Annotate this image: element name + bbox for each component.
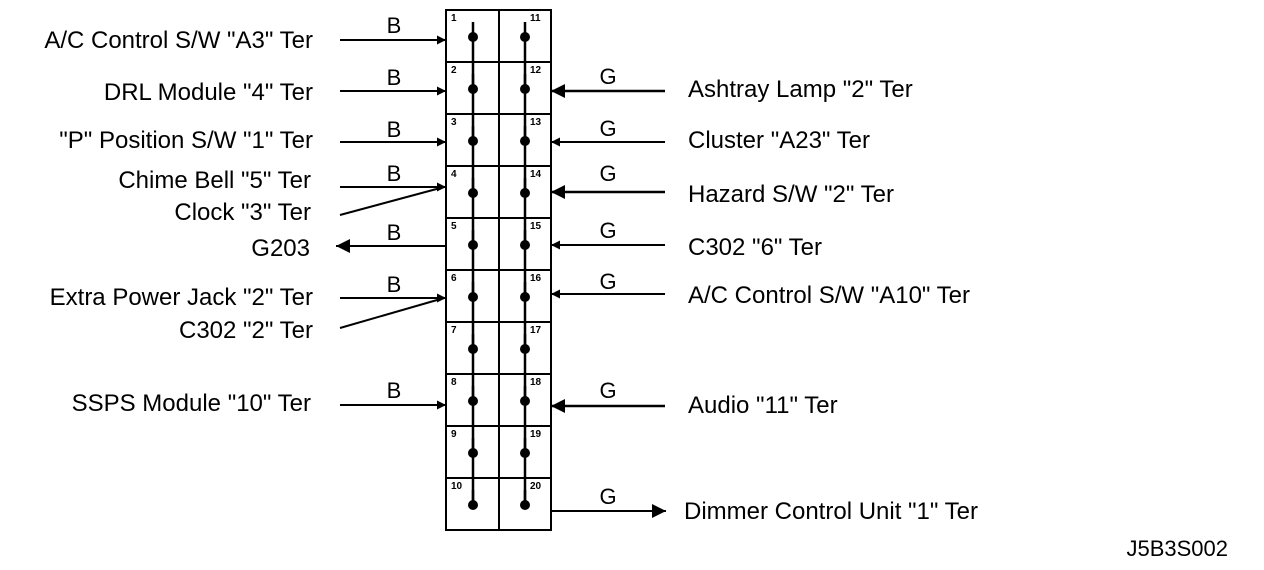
right-label: Hazard S/W "2" Ter [688, 181, 894, 208]
wire-color-label: B [387, 220, 402, 245]
right-pin-number: 15 [530, 221, 542, 232]
right-pin-number: 17 [530, 325, 542, 336]
right-pin-number: 12 [530, 65, 542, 76]
wire-color-label: G [599, 269, 616, 294]
right-connection-4: G C302 "6" Ter [551, 218, 822, 261]
left-label: G203 [251, 235, 310, 262]
splice-wire [339, 186, 445, 216]
left-pin-number: 1 [451, 13, 457, 24]
right-connection-6: G Audio "11" Ter [551, 378, 838, 419]
right-label: A/C Control S/W "A10" Ter [688, 282, 970, 309]
left-connections: A/C Control S/W "A3" Ter B DRL Module "4… [44, 13, 446, 417]
left-pin-number: 9 [451, 429, 457, 440]
left-pin-number: 2 [451, 65, 457, 76]
wire-color-label: G [599, 64, 616, 89]
left-pin-number: 5 [451, 221, 457, 232]
left-pin-number: 8 [451, 377, 457, 388]
wire-color-label: B [387, 272, 402, 297]
right-connections: G Ashtray Lamp "2" Ter G Cluster "A23" T… [551, 64, 978, 525]
left-pin-number: 4 [451, 169, 457, 180]
wire-color-label: B [387, 378, 402, 403]
left-connection-3: "P" Position S/W "1" Ter B [59, 117, 446, 154]
right-pin-number: 16 [530, 273, 542, 284]
left-label-secondary: C302 "2" Ter [179, 317, 313, 344]
wire-color-label: G [599, 161, 616, 186]
left-label: Extra Power Jack "2" Ter [50, 284, 313, 311]
left-label: A/C Control S/W "A3" Ter [44, 27, 313, 54]
right-label: Audio "11" Ter [688, 392, 838, 419]
right-label: Ashtray Lamp "2" Ter [688, 76, 913, 103]
right-pin-number: 18 [530, 377, 542, 388]
wire-color-label: B [387, 117, 402, 142]
wire-color-label: B [387, 161, 402, 186]
wire-color-label: G [599, 378, 616, 403]
left-label: SSPS Module "10" Ter [72, 390, 311, 417]
right-connection-1: G Ashtray Lamp "2" Ter [551, 64, 913, 103]
left-connection-5: G203 B [251, 220, 446, 262]
left-connection-6: Extra Power Jack "2" Ter C302 "2" Ter B [50, 272, 446, 344]
wire-color-label: G [599, 116, 616, 141]
right-connection-2: G Cluster "A23" Ter [551, 116, 870, 154]
right-label: C302 "6" Ter [688, 234, 822, 261]
right-connection-7: G Dimmer Control Unit "1" Ter [551, 484, 978, 525]
right-pin-number: 11 [530, 13, 541, 24]
left-label-secondary: Clock "3" Ter [174, 199, 311, 226]
right-pin-number: 19 [530, 429, 542, 440]
right-connection-3: G Hazard S/W "2" Ter [551, 161, 894, 208]
right-label: Cluster "A23" Ter [688, 127, 870, 154]
left-pin-number: 3 [451, 117, 457, 128]
right-label: Dimmer Control Unit "1" Ter [684, 498, 978, 525]
left-connection-4: Chime Bell "5" Ter Clock "3" Ter B [118, 161, 446, 226]
left-connection-2: DRL Module "4" Ter B [104, 65, 446, 106]
left-label: "P" Position S/W "1" Ter [59, 127, 313, 154]
left-pin-number: 10 [451, 481, 463, 492]
figure-id: J5B3S002 [1126, 536, 1228, 561]
wire-color-label: B [387, 13, 402, 38]
right-pin-number: 13 [530, 117, 542, 128]
wire-color-label: G [599, 484, 616, 509]
right-pin-number: 14 [530, 169, 542, 180]
wire-color-label: G [599, 218, 616, 243]
splice-wire [339, 297, 445, 329]
left-connection-1: A/C Control S/W "A3" Ter B [44, 13, 446, 54]
left-label: DRL Module "4" Ter [104, 79, 313, 106]
left-pin-number: 7 [451, 325, 457, 336]
left-label: Chime Bell "5" Ter [118, 167, 311, 194]
left-pin-number: 6 [451, 273, 457, 284]
wire-color-label: B [387, 65, 402, 90]
left-connection-7: SSPS Module "10" Ter B [72, 378, 446, 417]
right-connection-5: G A/C Control S/W "A10" Ter [551, 269, 970, 309]
right-pin-number: 20 [530, 481, 542, 492]
